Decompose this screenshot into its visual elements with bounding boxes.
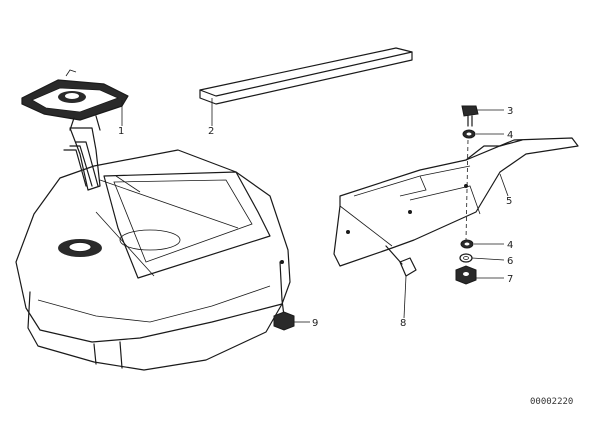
callout-fuel-tank: 1 xyxy=(118,126,124,137)
callout-hex-nut: 7 xyxy=(507,274,513,285)
callout-washer-upper: 4 xyxy=(507,130,513,141)
callout-hex-bolt: 3 xyxy=(507,106,513,117)
callout-washer-lower: 4 xyxy=(507,240,513,251)
tank-bolt xyxy=(273,299,295,331)
callout-tank-bolt: 9 xyxy=(312,318,318,329)
leader-lines xyxy=(121,98,509,323)
washer-lower xyxy=(460,239,474,249)
hex-nut xyxy=(455,265,477,285)
bracket-bolt xyxy=(385,245,417,277)
hex-bolt xyxy=(461,105,479,127)
rubber-strip xyxy=(199,47,413,105)
filler-neck xyxy=(63,127,101,191)
document-id: 00002220 xyxy=(530,397,573,407)
fuel-tank xyxy=(15,149,291,371)
sender-unit-plate xyxy=(21,69,129,131)
spring-washer xyxy=(459,253,473,263)
tank-bracket xyxy=(333,137,579,267)
callout-bracket-bolt: 8 xyxy=(400,318,406,329)
washer-upper xyxy=(462,129,476,139)
callout-spring-washer: 6 xyxy=(507,256,513,267)
callout-rubber-strip: 2 xyxy=(208,126,214,137)
callout-tank-bracket: 5 xyxy=(506,196,512,207)
